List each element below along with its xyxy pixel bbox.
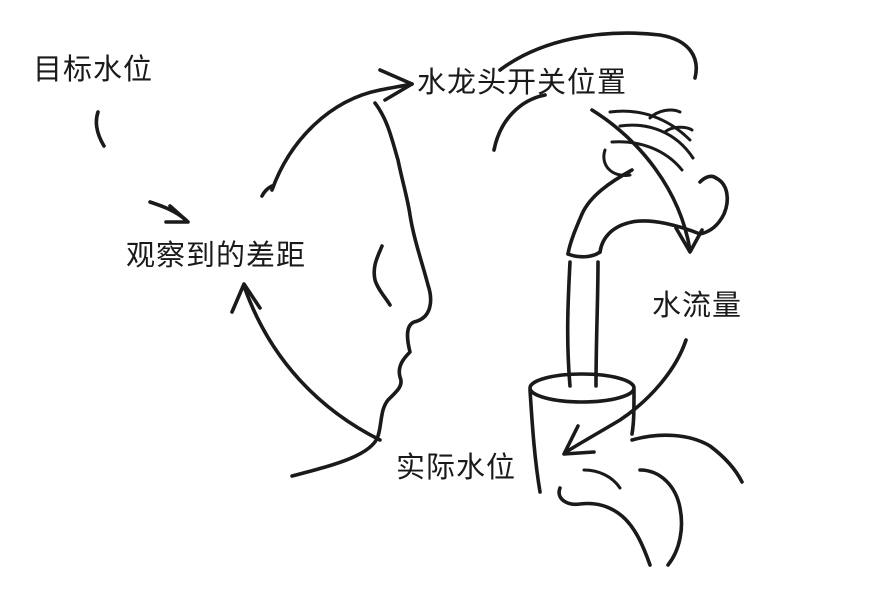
stream-left — [565, 260, 572, 388]
gap-connector — [260, 184, 274, 198]
finger-2 — [618, 123, 695, 160]
actual-level-label: 实际水位 — [396, 450, 517, 484]
arrow-gap-to-faucet-head — [378, 68, 414, 102]
glass-right-wall — [630, 388, 636, 436]
arrow-actual-to-gap-head — [230, 282, 262, 314]
glass — [528, 372, 636, 494]
face-profile-line — [290, 101, 433, 478]
arrow-flow-to-actual — [564, 338, 688, 454]
arrow-target-to-gap-head — [164, 204, 190, 224]
arrow-actual-to-gap — [242, 284, 382, 442]
glass-rim — [528, 372, 636, 404]
knuckles — [648, 108, 694, 134]
arrow-faucet-to-flow — [590, 108, 692, 252]
hand-thumb — [557, 486, 652, 567]
hand-palm — [638, 468, 684, 567]
glass-left-wall — [528, 388, 542, 494]
target-tick-mark — [94, 110, 106, 148]
back-of-head — [492, 93, 547, 152]
arrow-flow-to-actual-head — [562, 424, 596, 456]
person-profile — [290, 93, 547, 478]
faucet-position-label: 水龙头开关位置 — [417, 65, 628, 99]
faucet-bottom — [598, 219, 702, 254]
hand-holding-glass — [557, 433, 744, 567]
target-level-label: 目标水位 — [33, 52, 154, 86]
faucet-top — [566, 168, 634, 256]
faucet-body-right — [698, 176, 730, 236]
feedback-arrows — [94, 68, 704, 456]
flow-rate-label: 水流量 — [652, 288, 743, 322]
hand-back — [630, 433, 744, 484]
arrow-faucet-to-flow-head — [674, 226, 704, 254]
finger-3 — [610, 140, 684, 172]
upper-hand-arc — [498, 31, 698, 80]
stream-right — [594, 260, 600, 388]
arrow-gap-to-faucet — [270, 82, 414, 192]
water-stream — [565, 260, 600, 388]
hand-finger-curl — [582, 468, 622, 490]
faucet-body-top — [698, 174, 718, 184]
faucet-mouth — [566, 250, 602, 259]
perceived-gap-label: 观察到的差距 — [126, 238, 307, 272]
hand-on-faucet — [498, 31, 698, 177]
eye-mark — [372, 244, 392, 307]
faucet — [566, 168, 730, 259]
